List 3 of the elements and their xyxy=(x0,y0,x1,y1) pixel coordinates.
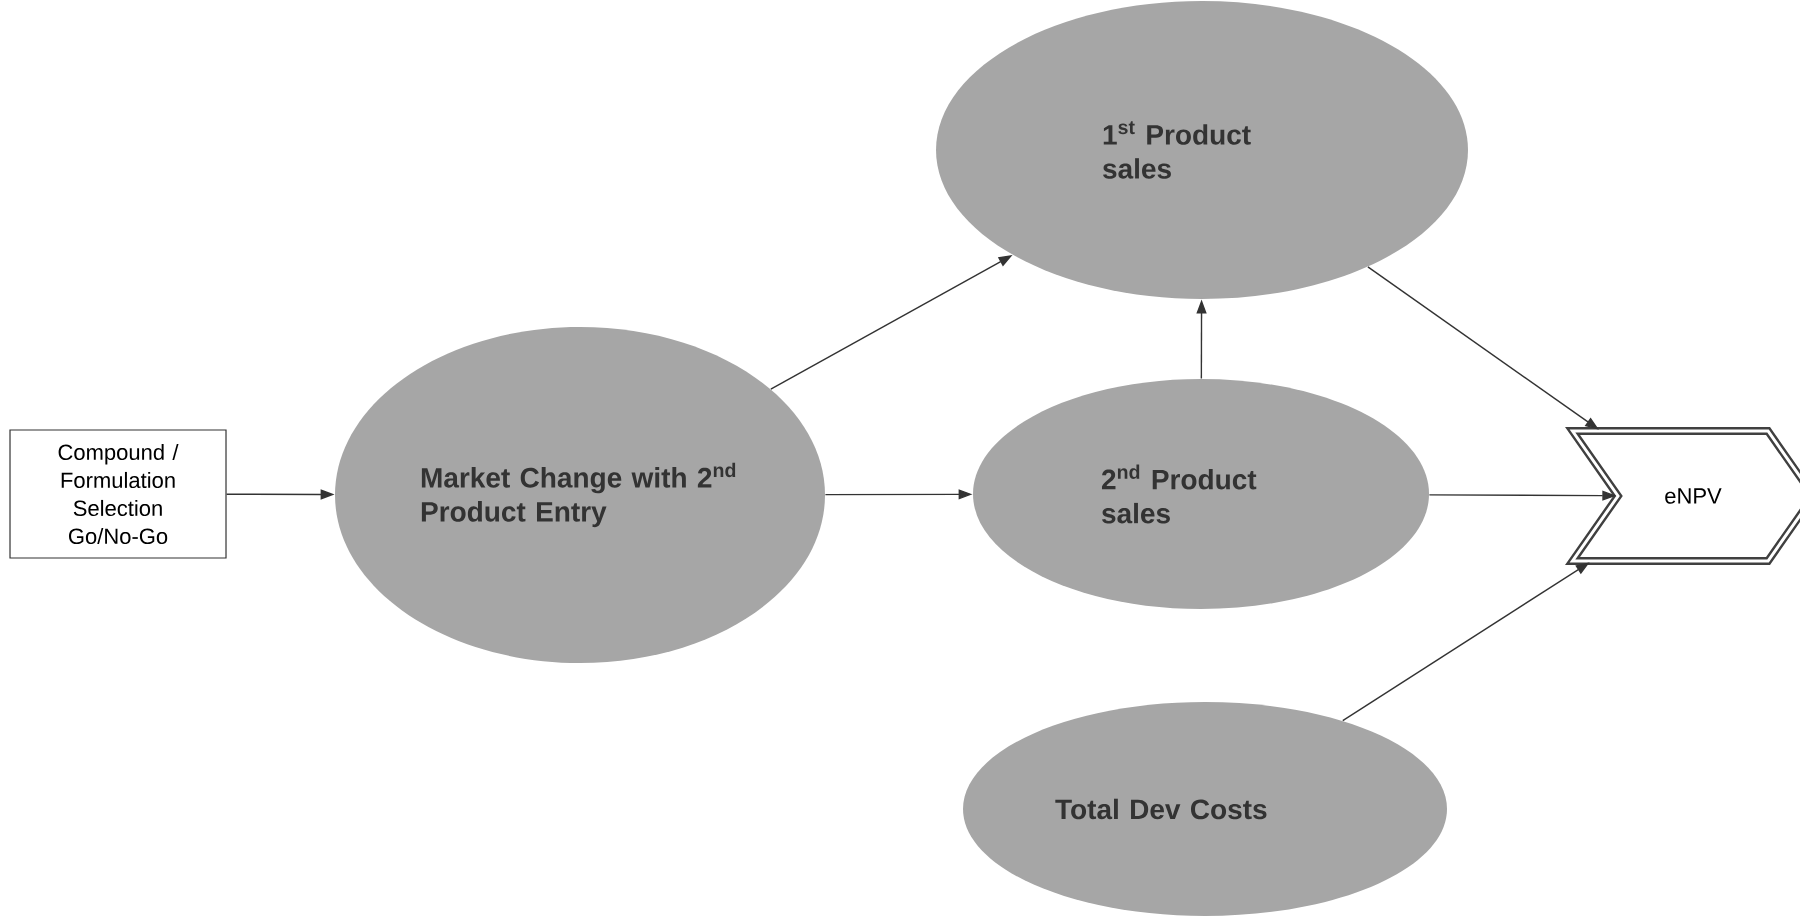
arrow xyxy=(1367,266,1599,430)
process-box: Compound / Formulation Selection Go/No-Go xyxy=(9,429,227,559)
result-hexagon: eNPV xyxy=(1565,427,1800,565)
